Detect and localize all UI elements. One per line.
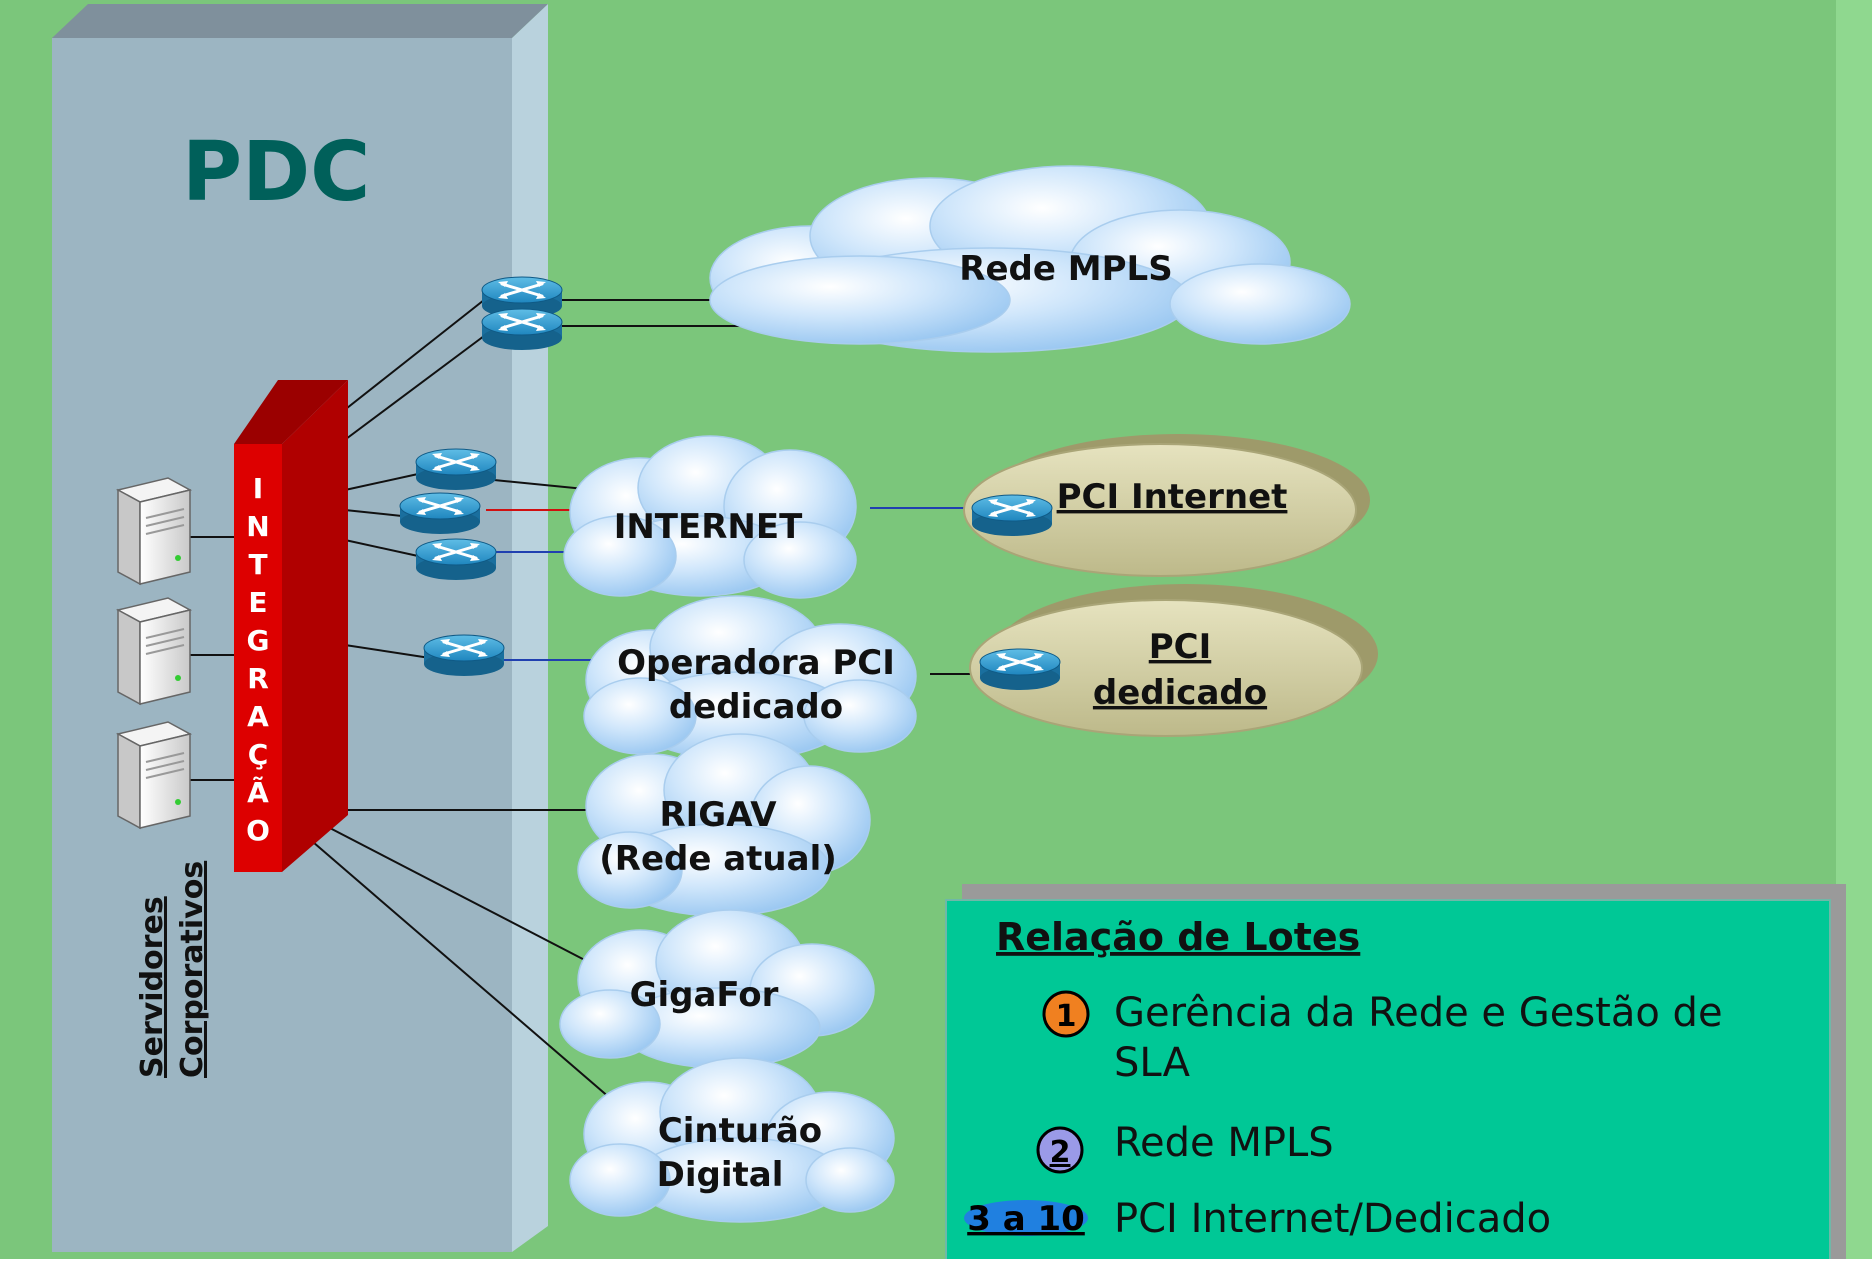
servers-label: Servidores Corporativos [135,861,210,1078]
server-icon [117,597,191,705]
lot-1-text-line2: SLA [1114,1040,1191,1086]
integration-letter: G [247,624,270,657]
integration-letter: T [248,548,267,581]
pdc-title: PDC [182,125,370,220]
gigafor-cloud [559,909,875,1069]
router-icon [414,537,498,582]
router-icon [414,447,498,492]
servers-label-line1: Servidores [135,896,170,1078]
corporate-servers [117,477,191,829]
integration-letter: O [246,814,270,847]
legend-box [945,884,1846,1264]
pci-dedicado-site [969,584,1378,737]
cloud-puff [559,989,661,1059]
router-icon [398,491,482,536]
rede-mpls-cloud [709,165,1351,353]
cinturao-label-line1: Cinturão [658,1111,822,1151]
legend-item-1: 1 Gerência da Rede e Gestão de SLA [1042,990,1723,1086]
integration-letter: R [247,662,269,695]
pci-internet-site [963,434,1370,577]
lot-badge-1-text: 1 [1056,999,1077,1034]
lot-3-text: PCI Internet/Dedicado [1114,1196,1551,1242]
pci-internet-label: PCI Internet [1057,477,1288,517]
integration-letter: I [253,472,263,505]
integration-letter: Ç [248,738,269,771]
cloud-puff [709,255,1011,345]
integration-letter: E [248,586,267,619]
clouds-layer [559,165,1351,1223]
internet-label: INTERNET [614,507,803,547]
rede-mpls-label: Rede MPLS [959,249,1172,289]
connection-lines [190,299,990,1118]
legend-item-2: 2 Rede MPLS [1036,1120,1334,1174]
rigav-label-line2: (Rede atual) [599,839,837,879]
gigafor-label: GigaFor [630,975,779,1015]
network-labels: Rede MPLS INTERNET Operadora PCI dedicad… [599,249,1287,1195]
cloud-puff [577,831,683,909]
cloud-puff [563,515,677,597]
internet-cloud [563,435,857,599]
lot-badge-2 [1036,1126,1084,1174]
lot-2-text: Rede MPLS [1114,1120,1334,1166]
pci-dedicado-label-line2: dedicado [1093,673,1267,713]
integration-letter: A [247,700,269,733]
cloud-puff [805,1147,895,1213]
servers-label-line2: Corporativos [175,861,210,1078]
legend-item-3: 3 a 10 PCI Internet/Dedicado [964,1196,1551,1242]
cinturao-cloud [569,1057,895,1223]
server-icon [117,721,191,829]
integration-letter: Ã [247,775,269,809]
cloud-puff [583,677,697,755]
lot-badge-1 [1042,990,1090,1038]
router-icon [970,493,1054,538]
rigav-cloud [577,733,871,917]
lot-1-text-line1: Gerência da Rede e Gestão de [1114,990,1723,1036]
cinturao-label-line2: Digital [657,1155,784,1195]
lot-badge-3 [964,1200,1088,1236]
pci-dedicado-label-line1: PCI [1149,627,1212,667]
integration-bar [234,380,348,872]
router-icon [978,647,1062,692]
router-icon [422,633,506,678]
lot-badge-2-text: 2 [1050,1135,1071,1170]
cloud-puff [743,521,857,599]
cloud-puff [569,1143,671,1217]
lot-badge-3-text: 3 a 10 [967,1199,1085,1239]
legend-title: Relação de Lotes [996,915,1360,959]
cloud-puff [803,679,917,753]
rigav-label-line1: RIGAV [659,795,777,835]
router-icon [480,307,564,352]
operadora-label-line1: Operadora PCI [617,643,895,683]
operadora-label-line2: dedicado [669,687,843,727]
cloud-puff [1169,263,1351,345]
server-icon [117,477,191,585]
integration-letter: N [246,510,269,543]
